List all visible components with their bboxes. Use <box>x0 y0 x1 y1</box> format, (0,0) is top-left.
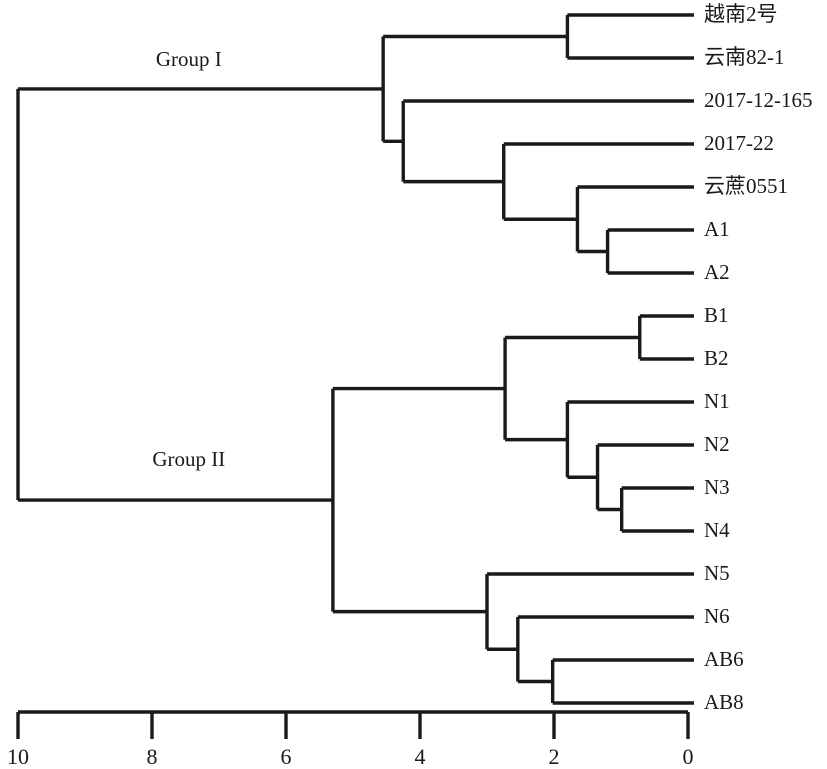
distance-axis: 10 8 6 4 2 0 <box>7 710 694 769</box>
tip-label-t8: B1 <box>704 303 729 327</box>
tip-label-t16: AB6 <box>704 647 744 671</box>
group-label-1: Group I <box>156 47 222 71</box>
axis-tick-label-8: 8 <box>147 744 158 769</box>
tip-label-t2: 云南82-1 <box>704 45 785 69</box>
axis-tick-label-10: 10 <box>7 744 29 769</box>
axis-tick-label-4: 4 <box>415 744 426 769</box>
tip-label-t4: 2017-22 <box>704 131 774 155</box>
axis-tick-label-2: 2 <box>549 744 560 769</box>
tip-label-t14: N5 <box>704 561 730 585</box>
tip-label-t13: N4 <box>704 518 730 542</box>
group-label-2: Group II <box>152 447 225 471</box>
axis-tick-label-6: 6 <box>281 744 292 769</box>
tip-label-t9: B2 <box>704 346 729 370</box>
tip-label-t11: N2 <box>704 432 730 456</box>
tip-label-t12: N3 <box>704 475 730 499</box>
tip-label-t17: AB8 <box>704 690 744 714</box>
tip-label-t5: 云蔗0551 <box>704 174 788 198</box>
axis-tick-label-0: 0 <box>683 744 694 769</box>
tip-label-t1: 越南2号 <box>704 2 778 26</box>
group-label-layer: Group I Group II <box>152 47 225 471</box>
tip-label-t6: A1 <box>704 217 730 241</box>
tip-label-t3: 2017-12-165 <box>704 88 813 112</box>
tip-label-t15: N6 <box>704 604 730 628</box>
tip-label-t10: N1 <box>704 389 730 413</box>
tip-label-t7: A2 <box>704 260 730 284</box>
branch-layer <box>16 13 694 705</box>
